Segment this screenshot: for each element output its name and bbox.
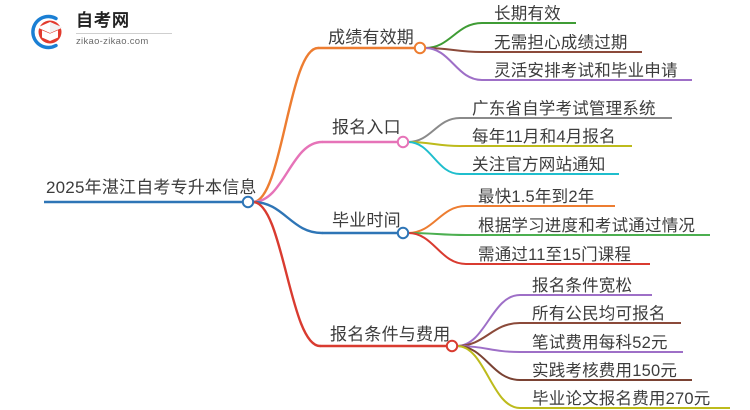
leaf-label-3-2[interactable]: 笔试费用每科52元	[532, 334, 668, 352]
branch-connector-2	[251, 200, 324, 235]
leaf-label-3-1[interactable]: 所有公民均可报名	[532, 305, 666, 323]
leaf-connector-1-0	[407, 117, 461, 143]
branch-node-1[interactable]	[396, 135, 410, 149]
root-node[interactable]	[241, 195, 255, 209]
leaf-connector-2-2	[407, 232, 467, 265]
leaf-label-0-0[interactable]: 长期有效	[494, 5, 561, 23]
branch-connector-3	[251, 200, 322, 348]
leaf-label-1-0[interactable]: 广东省自学考试管理系统	[472, 100, 656, 118]
leaf-connector-0-0	[424, 22, 483, 49]
logo-wordmark: 自考网 zikao-zikao.com	[76, 11, 176, 47]
branch-connector-0	[251, 46, 320, 204]
branch-node-2[interactable]	[396, 226, 410, 240]
branch-connector-1	[251, 140, 324, 204]
leaf-connector-1-2	[407, 141, 461, 175]
leaf-connector-2-0	[407, 205, 467, 234]
graduation-cap-icon	[26, 12, 68, 52]
leaf-connector-3-0	[456, 294, 521, 347]
leaf-label-3-3[interactable]: 实践考核费用150元	[532, 362, 678, 380]
leaf-label-0-2[interactable]: 灵活安排考试和毕业申请	[494, 62, 678, 80]
branch-label-1[interactable]: 报名入口	[332, 118, 401, 137]
logo-name-cn: 自考网	[76, 11, 130, 31]
leaf-label-2-2[interactable]: 需通过11至15门课程	[478, 246, 632, 264]
site-logo[interactable]: 自考网 zikao-zikao.com	[26, 10, 176, 54]
logo-divider	[76, 33, 172, 34]
branch-label-0[interactable]: 成绩有效期	[328, 28, 414, 47]
leaf-label-0-1[interactable]: 无需担心成绩过期	[494, 34, 628, 52]
branch-node-0[interactable]	[413, 41, 427, 55]
branch-node-3[interactable]	[445, 339, 459, 353]
leaf-label-2-0[interactable]: 最快1.5年到2年	[478, 188, 595, 206]
branch-label-3[interactable]: 报名条件与费用	[330, 325, 451, 344]
root-topic-label[interactable]: 2025年湛江自考专升本信息	[46, 178, 257, 197]
leaf-connector-0-2	[424, 47, 483, 81]
branch-label-2[interactable]: 毕业时间	[332, 211, 401, 230]
leaf-connector-3-1	[456, 322, 521, 347]
leaf-label-3-4[interactable]: 毕业论文报名费用270元	[532, 390, 711, 408]
leaf-label-2-1[interactable]: 根据学习进度和考试通过情况	[478, 217, 696, 235]
leaf-label-3-0[interactable]: 报名条件宽松	[532, 277, 633, 295]
leaf-label-1-2[interactable]: 关注官方网站通知	[472, 156, 606, 174]
leaf-connector-3-4	[456, 345, 521, 409]
logo-name-en: zikao-zikao.com	[76, 36, 149, 47]
leaf-label-1-1[interactable]: 每年11月和4月报名	[472, 128, 616, 146]
